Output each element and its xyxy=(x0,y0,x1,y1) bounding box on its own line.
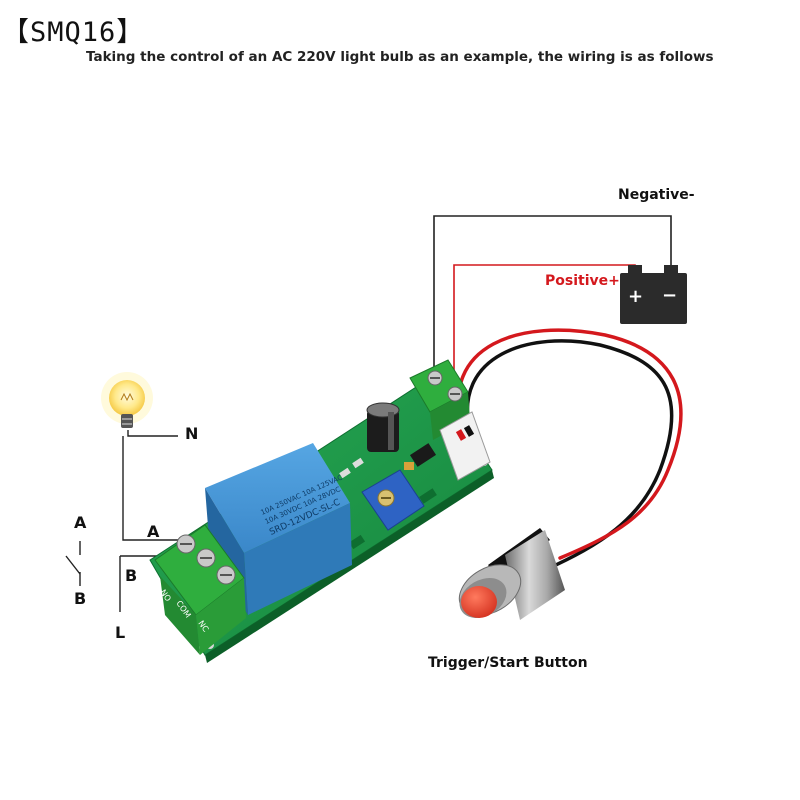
terminal-a-label: A xyxy=(147,522,160,541)
input-terminal-block xyxy=(409,359,470,440)
positive-label: Positive+ xyxy=(545,273,620,289)
light-bulb-icon xyxy=(101,372,153,428)
battery-icon xyxy=(620,265,687,324)
potentiometer-component xyxy=(361,462,425,531)
trigger-button-label: Trigger/Start Button xyxy=(428,655,588,671)
switch-a-label: A xyxy=(74,513,87,532)
battery-minus-sign: − xyxy=(662,285,678,306)
battery-plus-sign: + xyxy=(628,286,644,307)
live-label: L xyxy=(115,623,126,642)
capacitor-component xyxy=(366,402,400,452)
button-cable xyxy=(456,328,683,578)
chip-components xyxy=(339,443,437,479)
output-terminal-block: NO COM NC xyxy=(154,524,246,655)
terminal-b-label: B xyxy=(125,566,138,585)
brand-title: 【SMQ16】 xyxy=(2,17,145,48)
negative-label: Negative- xyxy=(618,187,695,203)
wiring-subtitle: Taking the control of an AC 220V light b… xyxy=(86,49,714,65)
switch-b-label: B xyxy=(74,589,87,608)
neutral-label: N xyxy=(185,424,199,443)
trigger-connector xyxy=(439,411,491,481)
trigger-button-icon[interactable] xyxy=(450,530,565,626)
